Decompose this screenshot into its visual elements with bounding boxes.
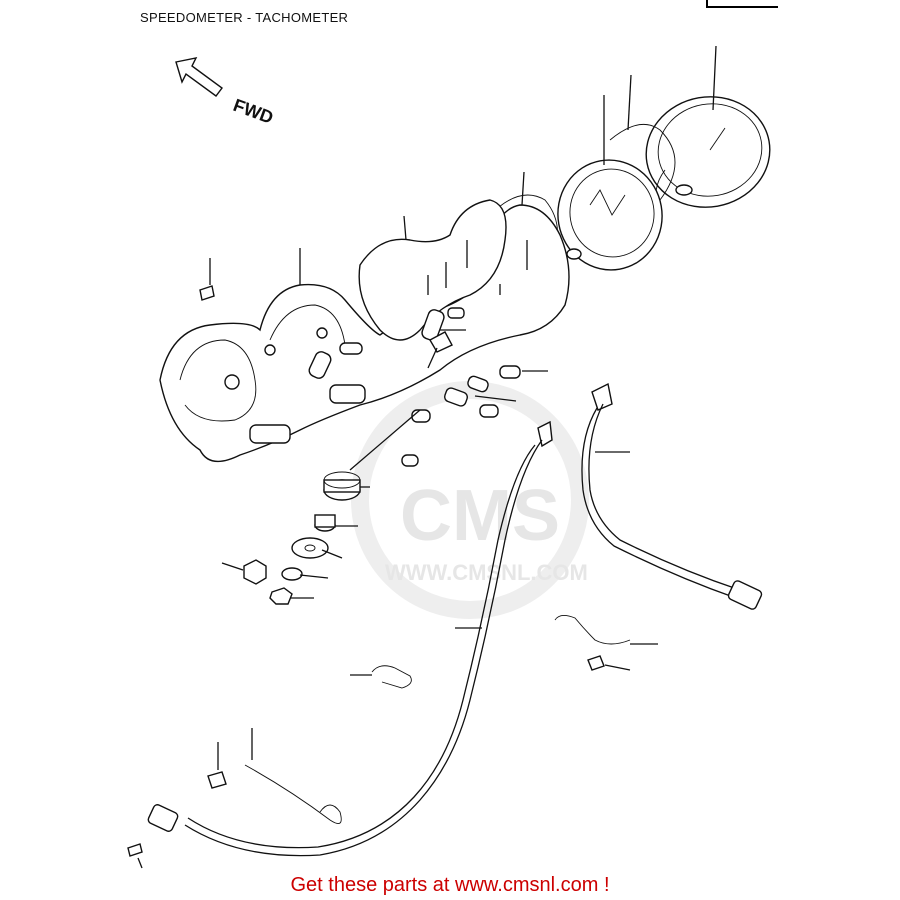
instrument-case xyxy=(159,204,570,463)
watermark-url: WWW.CMSNL.COM xyxy=(385,560,588,585)
frame-corner xyxy=(706,0,778,8)
small-parts xyxy=(127,285,631,857)
diagram-title: SPEEDOMETER - TACHOMETER xyxy=(140,10,349,25)
speedometer-cable xyxy=(147,420,553,857)
fwd-label: FWD xyxy=(231,95,276,128)
forward-arrow: FWD xyxy=(175,57,276,128)
meter-bracket xyxy=(358,199,507,341)
tachometer-gauge xyxy=(645,96,771,211)
mount-grommets xyxy=(243,409,421,605)
speedometer-gauge xyxy=(557,159,663,271)
watermark: CMS WWW.CMSNL.COM xyxy=(351,381,589,619)
watermark-logo: CMS xyxy=(400,476,560,556)
leader-lines xyxy=(137,45,717,869)
tachometer-cable xyxy=(581,382,763,610)
footer-link-text: Get these parts at www.cmsnl.com ! xyxy=(290,874,610,896)
